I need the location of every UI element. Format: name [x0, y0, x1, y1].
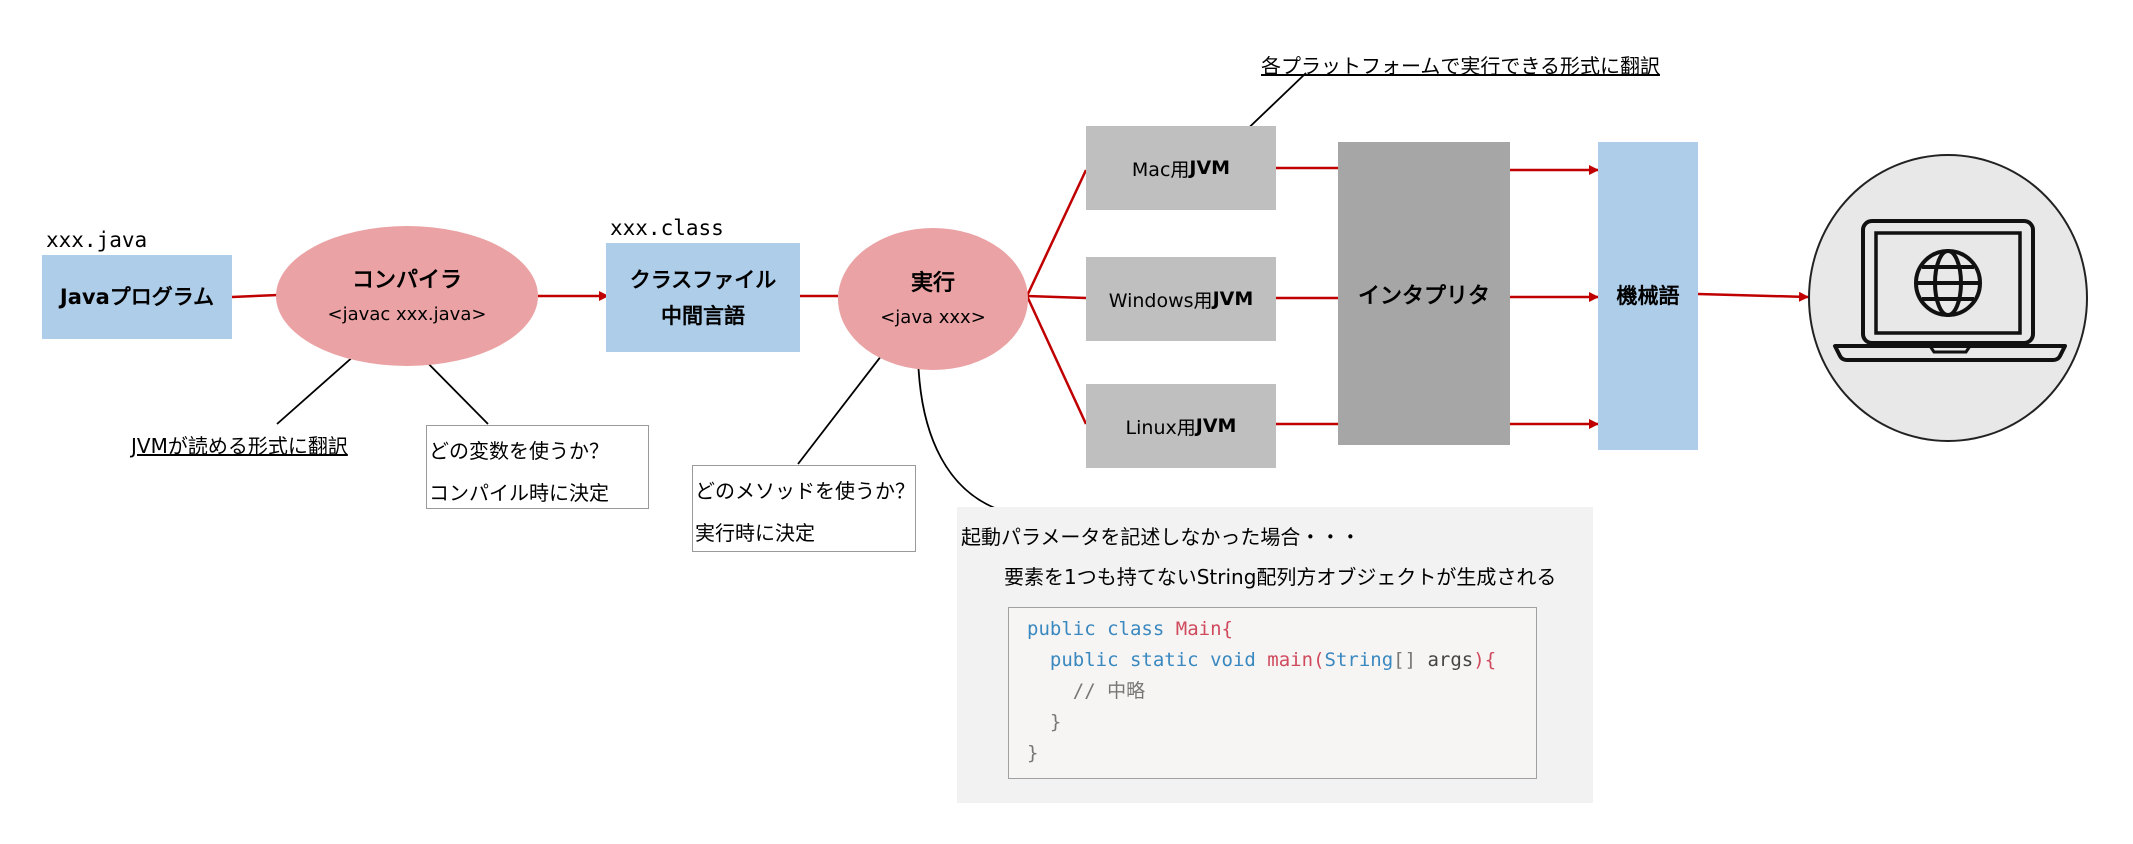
code-args: args — [1416, 649, 1474, 671]
interpreter-label: インタプリタ — [1357, 283, 1490, 309]
class-file-label: xxx.class — [610, 216, 724, 240]
java-program-box: Javaプログラム — [42, 255, 232, 339]
code-keyword-void: void — [1210, 649, 1256, 671]
code-keyword-public: public — [1027, 618, 1096, 640]
code-paren: ( — [1313, 649, 1325, 671]
run-command: <java xxx> — [880, 307, 986, 328]
globe-icon — [1914, 249, 1982, 317]
leader-compiler-note — [276, 346, 365, 425]
arrow-run-windows — [1026, 294, 1087, 300]
param-note-panel: 起動パラメータを記述しなかった場合・・・ 要素を1つも持てないString配列方… — [957, 507, 1593, 803]
code-class-name: Main — [1175, 618, 1222, 640]
code-keyword-static: static — [1129, 649, 1199, 671]
method-note-line2: 実行時に決定 — [695, 521, 815, 545]
interpreter-box: インタプリタ — [1338, 142, 1510, 445]
variable-note-line1: どの変数を使うか？ — [429, 439, 609, 463]
code-brace: { — [1221, 618, 1233, 640]
leader-method-note — [797, 337, 896, 465]
code-brace: } — [1027, 742, 1039, 764]
code-keyword-class: class — [1107, 618, 1165, 640]
machine-code-box: 機械語 — [1598, 142, 1698, 450]
leader-param-note — [917, 355, 1001, 511]
compiler-title: コンパイラ — [351, 268, 462, 293]
run-title: 実行 — [910, 271, 955, 296]
variable-note-line2: コンパイル時に決定 — [429, 481, 609, 505]
java-file-label: xxx.java — [46, 228, 148, 252]
compiler-ellipse: コンパイラ <javac xxx.java> — [276, 226, 538, 366]
laptop-icon — [1833, 219, 2067, 362]
arrow-run-mac — [1025, 169, 1088, 297]
param-note-heading: 起動パラメータを記述しなかった場合・・・ — [961, 525, 1361, 549]
method-note-box: どのメソッドを使うか？ 実行時に決定 — [692, 465, 916, 552]
linux-jvm-label: JVM — [1195, 415, 1237, 437]
arrow-program-compiler — [231, 293, 279, 299]
mac-jvm-os: Mac用 — [1131, 158, 1190, 181]
method-note-line1: どのメソッドを使うか？ — [695, 479, 915, 503]
windows-jvm-label: JVM — [1212, 288, 1254, 310]
compiler-command: <javac xxx.java> — [327, 304, 487, 325]
code-method-name: main — [1267, 649, 1314, 671]
linux-jvm-os: Linux用 — [1125, 416, 1196, 439]
code-brackets: [] — [1393, 649, 1417, 671]
arrow-machine-computer — [1697, 291, 1809, 302]
machine-code-label: 機械語 — [1616, 284, 1680, 308]
code-block: public class Main{ public static void ma… — [1008, 607, 1537, 779]
code-comment: // 中略 — [1072, 680, 1146, 702]
code-keyword-public: public — [1049, 649, 1119, 671]
java-program-label: Javaプログラム — [59, 285, 215, 309]
compiler-note: JVMが読める形式に翻訳 — [131, 434, 348, 458]
code-type-string: String — [1324, 649, 1394, 671]
code-brace: } — [1049, 711, 1062, 733]
code-paren: ){ — [1473, 649, 1497, 671]
param-note-detail: 要素を1つも持てないString配列方オブジェクトが生成される — [1004, 565, 1557, 589]
mac-jvm-label: JVM — [1189, 157, 1231, 179]
computer-circle — [1808, 154, 2088, 442]
class-file-line1: クラスファイル — [629, 267, 777, 292]
run-ellipse: 実行 <java xxx> — [838, 228, 1028, 370]
arrow-run-linux — [1025, 295, 1088, 425]
windows-jvm-os: Windows用 — [1108, 289, 1213, 312]
variable-note-box: どの変数を使うか？ コンパイル時に決定 — [426, 425, 649, 509]
class-file-line2: 中間言語 — [661, 303, 745, 328]
class-file-box: クラスファイル 中間言語 — [606, 243, 800, 352]
platform-note: 各プラットフォームで実行できる形式に翻訳 — [1261, 54, 1660, 78]
